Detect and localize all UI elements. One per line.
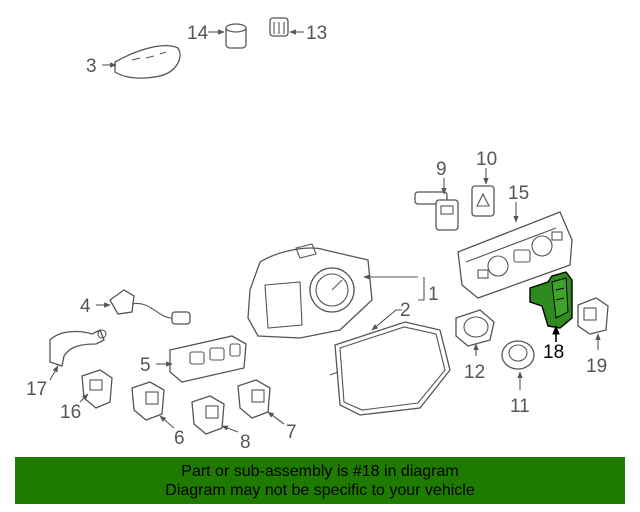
part-8-switch: 8 — [191, 395, 251, 453]
part-6-switch: 6 — [131, 381, 185, 449]
part-19-side-switch: 19 — [577, 297, 609, 377]
callout-6: 6 — [174, 428, 185, 449]
callout-15: 15 — [508, 183, 529, 204]
callout-4: 4 — [80, 296, 91, 317]
callout-7: 7 — [286, 422, 297, 443]
callout-16: 16 — [60, 402, 81, 423]
callout-8: 8 — [240, 432, 251, 453]
exploded-parts-diagram: 3 14 13 1 2 — [26, 17, 609, 453]
callout-9: 9 — [436, 159, 447, 180]
part-13-button: 13 — [269, 17, 327, 44]
info-banner: Part or sub-assembly is #18 in diagram D… — [15, 457, 625, 504]
callout-5: 5 — [140, 355, 151, 376]
callout-14: 14 — [187, 23, 209, 44]
part-3-trim-cover: 3 — [86, 45, 181, 79]
banner-line-part-number: Part or sub-assembly is #18 in diagram — [181, 463, 459, 480]
part-14-knob: 14 — [187, 23, 247, 49]
part-17-wiring-hose: 17 — [26, 329, 107, 400]
callout-17: 17 — [26, 379, 47, 400]
part-9-switch: 9 — [414, 159, 459, 231]
part-1-instrument-cluster: 1 — [247, 243, 439, 339]
part-2-cluster-lens: 2 — [329, 300, 451, 416]
callout-18: 18 — [543, 342, 564, 363]
callout-19: 19 — [586, 356, 607, 377]
part-4-sensor: 4 — [80, 289, 191, 325]
part-16-connector: 16 — [60, 369, 113, 423]
callout-1: 1 — [428, 284, 439, 305]
part-12-start-button: 12 — [455, 309, 495, 383]
callout-13: 13 — [306, 23, 327, 44]
part-7-switch: 7 — [237, 379, 297, 443]
callout-3: 3 — [86, 56, 97, 77]
callout-12: 12 — [464, 362, 485, 383]
callout-2: 2 — [400, 300, 411, 321]
callout-11: 11 — [510, 396, 530, 417]
callout-10: 10 — [476, 149, 497, 170]
part-5-switch-panel: 5 — [140, 335, 247, 383]
part-15-control-panel: 15 — [457, 183, 573, 299]
part-18-highlighted-switch: 18 — [529, 271, 573, 363]
banner-line-disclaimer: Diagram may not be specific to your vehi… — [165, 482, 475, 499]
part-10-hazard-switch: 10 — [471, 149, 497, 217]
part-11-ring: 11 — [501, 340, 535, 417]
